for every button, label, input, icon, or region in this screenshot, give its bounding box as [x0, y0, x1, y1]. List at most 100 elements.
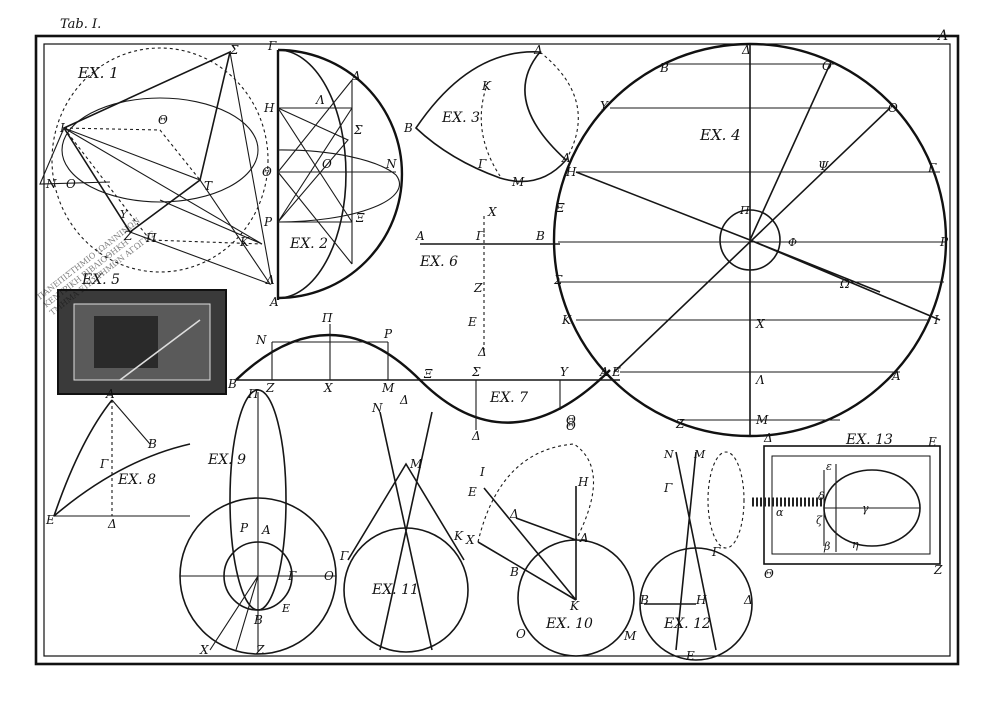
- ex4-label-e: Ε: [611, 365, 621, 379]
- ex6-label-b: Β: [535, 229, 545, 243]
- ex4-label-p: Π: [739, 204, 750, 217]
- ex9-label-a: Α: [261, 523, 271, 537]
- figure-ex12: Γ Β Η Δ Ε Ν Μ ΕΧ. 12: [639, 448, 753, 663]
- ex10-lines: [477, 486, 577, 601]
- ex10-label-d: Δ: [509, 507, 519, 521]
- ex8-arc-left: [53, 399, 113, 517]
- figure-ex4: Δ Β Ο Υ Θ Ψ Γ Η Ξ Ρ Ι Π Σ Κ Ε Χ Ζ Λ Α Μ …: [552, 42, 949, 438]
- ex4-label-i: Ι: [933, 313, 939, 327]
- figure-ex1: ΕΧ. 1 Σ Ι Θ Ν Ο Τ Κ Ζ Π Λ Υ: [39, 43, 275, 287]
- ex8-label-e: Ε: [45, 513, 55, 527]
- ex1-label-th: Θ: [158, 113, 168, 127]
- ex6-label-e: Ε: [467, 315, 477, 329]
- inner-frame: [43, 43, 951, 657]
- ex7-sine-curve: [235, 333, 611, 424]
- ex2-label-d: Δ: [351, 69, 361, 83]
- ex12-label-e: Ε: [685, 649, 695, 663]
- ex10-label-k: Κ: [569, 599, 580, 613]
- ex2-semicircle: [277, 48, 404, 300]
- ex4-label-a: Α: [891, 369, 901, 383]
- ex2-label-o: Ο: [322, 157, 332, 171]
- ex8-curve: [53, 443, 191, 517]
- ex1-label-y: Υ: [120, 208, 129, 221]
- ex1-title: ΕΧ. 1: [77, 64, 119, 82]
- ex3-lune: [414, 51, 568, 183]
- ex2-label-s: Σ: [353, 123, 363, 137]
- ex1-label-p: Π: [145, 231, 157, 245]
- ex1-label-t: Τ: [204, 179, 213, 193]
- ex8-title: ΕΧ. 8: [117, 472, 156, 488]
- ex4-label-l: Λ: [755, 373, 765, 387]
- ex1-label-l: Λ: [265, 273, 275, 287]
- ex7-label-p: Π: [321, 311, 333, 325]
- ex2-ellipse-arc: [277, 149, 401, 223]
- ex4-label-th: Θ: [888, 101, 898, 115]
- ex8-label-d: Δ: [107, 517, 117, 531]
- ex2-title: ΕΧ. 2: [289, 236, 328, 252]
- ex8-label-b: Β: [147, 437, 157, 451]
- ex11-label-g: Γ: [339, 549, 349, 563]
- ex10-label-m: Μ: [623, 629, 637, 643]
- ex7-label-r: Ρ: [383, 327, 393, 341]
- ex9-label-g: Γ: [287, 569, 297, 583]
- ex1-label-k: Κ: [239, 235, 250, 249]
- ex11-title: ΕΧ. 11: [371, 582, 419, 598]
- ex9-title: ΕΧ. 9: [207, 452, 246, 468]
- ex10-label-h: Η: [577, 475, 589, 489]
- figure-ex13: Ε Θ Ζ Δ Γ α β γ δ ε ζ η ΕΧ. 13: [707, 431, 943, 581]
- ex6-label-z: Ζ: [473, 281, 483, 295]
- ex4-title: ΕΧ. 4: [699, 126, 741, 144]
- ex8-label-g: Γ: [99, 457, 109, 471]
- ex13-label-zeta: ζ: [816, 514, 823, 527]
- ex9-label-z: Ζ: [255, 643, 265, 657]
- ex13-label-th: Θ: [764, 567, 774, 581]
- ex7-label-a: Α: [599, 365, 609, 379]
- ex13-label-alpha: α: [776, 506, 784, 519]
- ex12-label-n: Ν: [663, 448, 674, 461]
- ex4-label-f: Φ: [788, 236, 797, 249]
- ex6-label-ch: Χ: [487, 205, 497, 219]
- ex4-label-z: Ζ: [675, 417, 685, 431]
- ex7-label-s: Σ: [471, 365, 481, 379]
- ex3-label-k: Κ: [481, 79, 492, 93]
- ex7-title: ΕΧ. 7: [489, 390, 528, 406]
- ex7-label-ch: Χ: [323, 381, 333, 395]
- ex2-lines: [277, 79, 396, 265]
- ex4-label-ch: Χ: [755, 317, 765, 331]
- ex4-label-x: Ξ: [555, 201, 565, 215]
- ex3-dashed-arcs: [480, 51, 579, 177]
- ex7-ordinates: [271, 324, 561, 430]
- ex7-label-b: Β: [227, 377, 237, 391]
- figure-ex11: Ν Δ Μ Γ Κ ΕΧ. 11: [339, 393, 469, 653]
- ex11-label-d: Δ: [399, 393, 409, 407]
- ex3-title: ΕΧ. 3: [441, 110, 480, 126]
- ex12-lines: [644, 451, 717, 651]
- ex10-label-o: Ο: [516, 627, 526, 641]
- ex9-label-r: Ρ: [239, 521, 249, 535]
- ex1-lines: [39, 51, 273, 286]
- ex6-title: ΕΧ. 6: [419, 254, 458, 270]
- ex2-label-th: Θ: [262, 165, 272, 179]
- ex3-label-a: Α: [561, 151, 571, 165]
- ex12-label-b: Β: [639, 593, 649, 607]
- ex11-cone-lines: [347, 411, 465, 651]
- ex4-label-r: Ρ: [939, 235, 949, 249]
- ex10-label-i: Ι: [479, 465, 485, 479]
- ex10-label-th: Θ: [566, 419, 576, 433]
- ex2-label-r: Ρ: [263, 215, 273, 229]
- ex1-label-i: Ι: [59, 121, 65, 135]
- ex13-label-d: Δ: [763, 431, 773, 445]
- ex3-label-d: Δ: [533, 43, 543, 57]
- ex1-dashed-lines: [63, 127, 263, 245]
- ex7-label-d: Δ: [471, 429, 481, 443]
- ex9-label-o: Ο: [324, 569, 334, 583]
- ex9-label-ch: Χ: [199, 643, 209, 657]
- ex10-label-a: Α: [579, 531, 589, 545]
- ex2-inner-arc: [277, 49, 347, 299]
- figure-ex9: Π Ρ Α Γ Β Ε Ο Χ Ζ ΕΧ. 9: [179, 387, 337, 657]
- ex6-label-d: Δ: [477, 345, 487, 359]
- ex1-label-n: Ν: [45, 177, 57, 191]
- ex4-label-d: Δ: [741, 43, 751, 57]
